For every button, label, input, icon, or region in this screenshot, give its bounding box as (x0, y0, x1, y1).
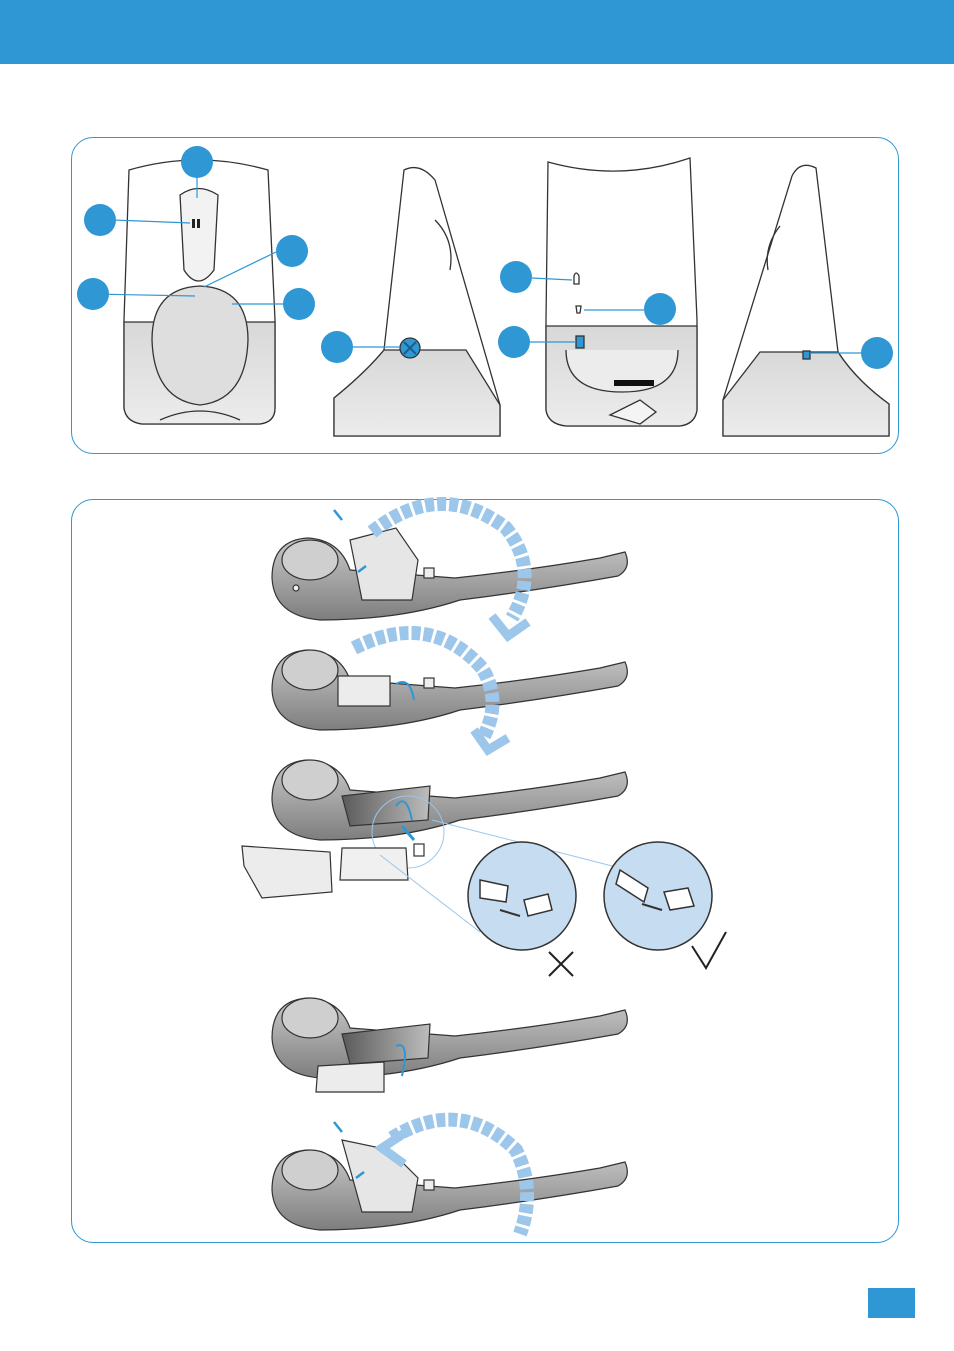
connector-zoom-correct (604, 842, 712, 950)
base-side-view-left (334, 168, 500, 436)
callout-1 (181, 146, 213, 178)
callout-6 (321, 331, 353, 363)
step-close-cover-illustration (272, 1122, 627, 1230)
callout-10 (861, 337, 893, 369)
callout-3 (276, 235, 308, 267)
connector-zoom-wrong (468, 842, 576, 950)
base-front-view (124, 160, 275, 424)
callout-2 (84, 204, 116, 236)
rotate-arrow-open-head (492, 616, 528, 636)
step-lift-battery-illustration (272, 650, 627, 730)
step-insert-battery-illustration (272, 998, 627, 1092)
callout-7 (500, 261, 532, 293)
callout-4 (77, 278, 109, 310)
step-open-cover-illustration (272, 510, 627, 620)
callout-9 (498, 326, 530, 358)
page-number-tab (868, 1288, 915, 1318)
cross-icon (549, 952, 573, 976)
base-back-view (546, 158, 697, 426)
check-icon (692, 932, 726, 968)
zoom-line-a (380, 855, 480, 932)
base-side-view-right (723, 165, 889, 436)
callout-5 (283, 288, 315, 320)
callout-8 (644, 293, 676, 325)
